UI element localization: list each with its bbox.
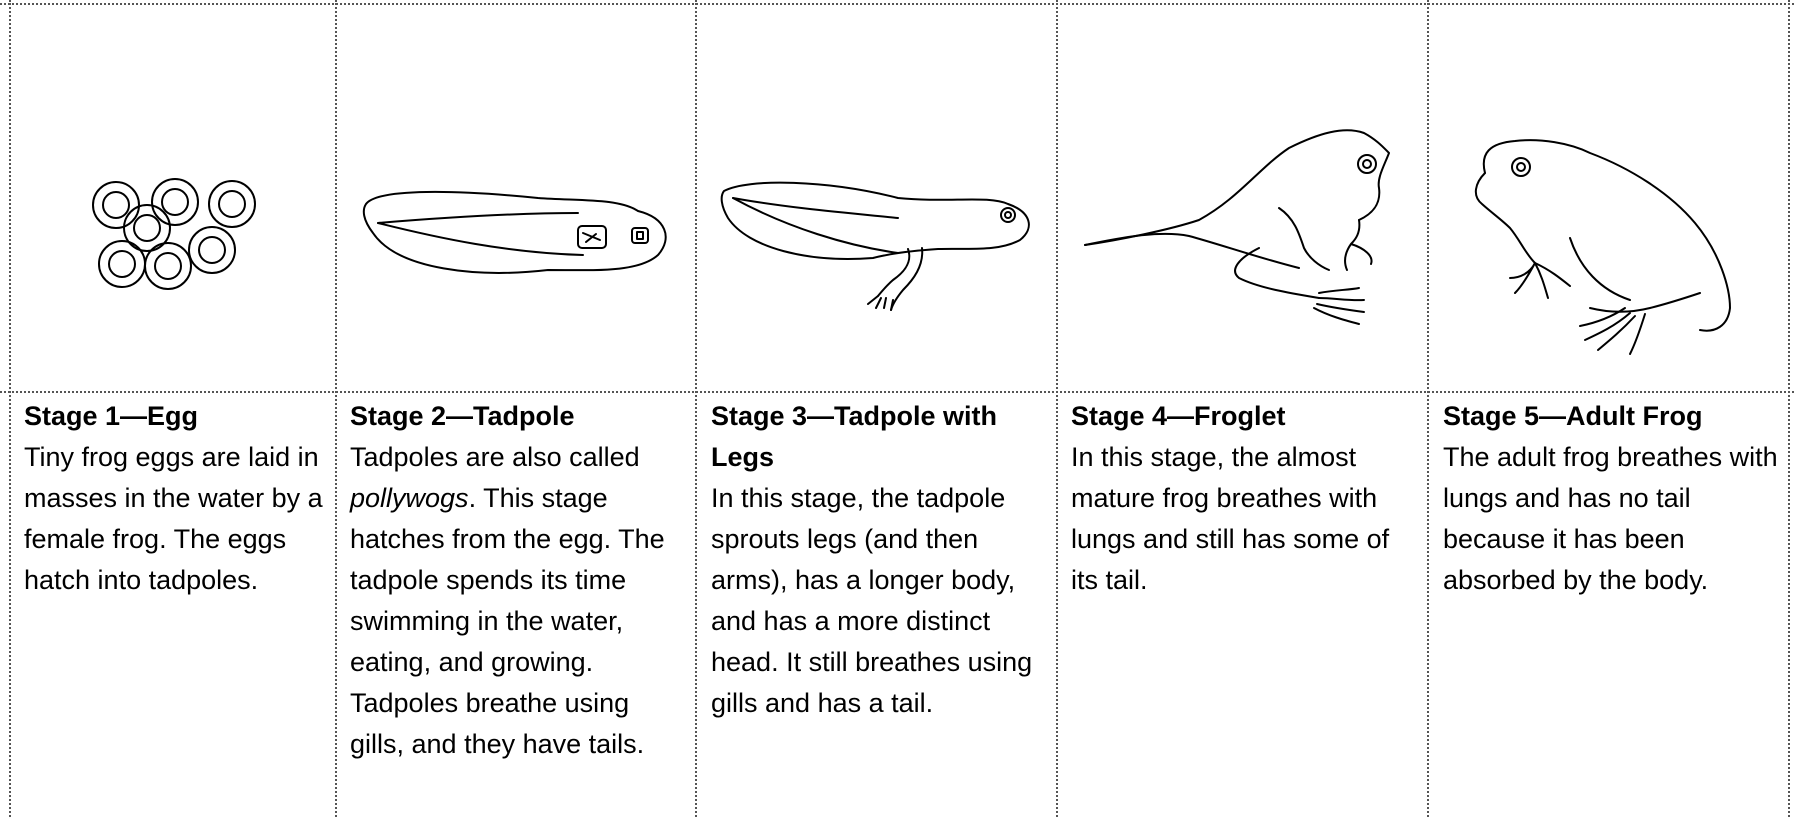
stage-1-image-cell	[12, 8, 334, 390]
table-left-border	[9, 0, 11, 817]
stage-3-description: In this stage, the tadpole sprouts legs …	[711, 478, 1045, 724]
stage-5-image-cell	[1430, 8, 1787, 390]
stage-2-text-cell: Stage 2—Tadpole Tadpoles are also called…	[350, 396, 686, 816]
column-divider-1	[335, 0, 337, 817]
tadpole-icon	[338, 8, 694, 390]
frog-eggs-icon	[12, 8, 334, 390]
stage-2-image-cell	[338, 8, 694, 390]
column-divider-2	[695, 0, 697, 817]
stage-4-title: Stage 4—Froglet	[1071, 396, 1419, 437]
stage-4-text-cell: Stage 4—Froglet In this stage, the almos…	[1071, 396, 1419, 816]
stage-3-title: Stage 3—Tadpole with Legs	[711, 396, 1045, 478]
column-divider-3	[1056, 0, 1058, 817]
stage-3-text-cell: Stage 3—Tadpole with Legs In this stage,…	[711, 396, 1045, 816]
stage-5-description: The adult frog breathes with lungs and h…	[1443, 437, 1783, 601]
stage-3-image-cell	[698, 8, 1055, 390]
stage-4-description: In this stage, the almost mature frog br…	[1071, 437, 1419, 601]
stage-2-description: Tadpoles are also called pollywogs. This…	[350, 437, 686, 765]
stage-1-description: Tiny frog eggs are laid in masses in the…	[24, 437, 324, 601]
adult-frog-icon	[1430, 8, 1787, 390]
stage-1-text-cell: Stage 1—Egg Tiny frog eggs are laid in m…	[24, 396, 324, 816]
column-divider-4	[1427, 0, 1429, 817]
stage-5-title: Stage 5—Adult Frog	[1443, 396, 1783, 437]
table-middle-border	[0, 391, 1794, 393]
stage-1-title: Stage 1—Egg	[24, 396, 324, 437]
stage-2-description-start: Tadpoles are also called	[350, 442, 640, 472]
stage-2-title: Stage 2—Tadpole	[350, 396, 686, 437]
stage-2-description-italic-term: pollywogs	[350, 483, 469, 513]
stage-4-image-cell	[1059, 8, 1426, 390]
froglet-icon	[1059, 8, 1426, 390]
table-right-border	[1788, 0, 1790, 817]
table-top-border	[0, 3, 1794, 5]
stage-5-text-cell: Stage 5—Adult Frog The adult frog breath…	[1443, 396, 1783, 816]
tadpole-with-legs-icon	[698, 8, 1055, 390]
stage-2-description-end: . This stage hatches from the egg. The t…	[350, 483, 665, 759]
